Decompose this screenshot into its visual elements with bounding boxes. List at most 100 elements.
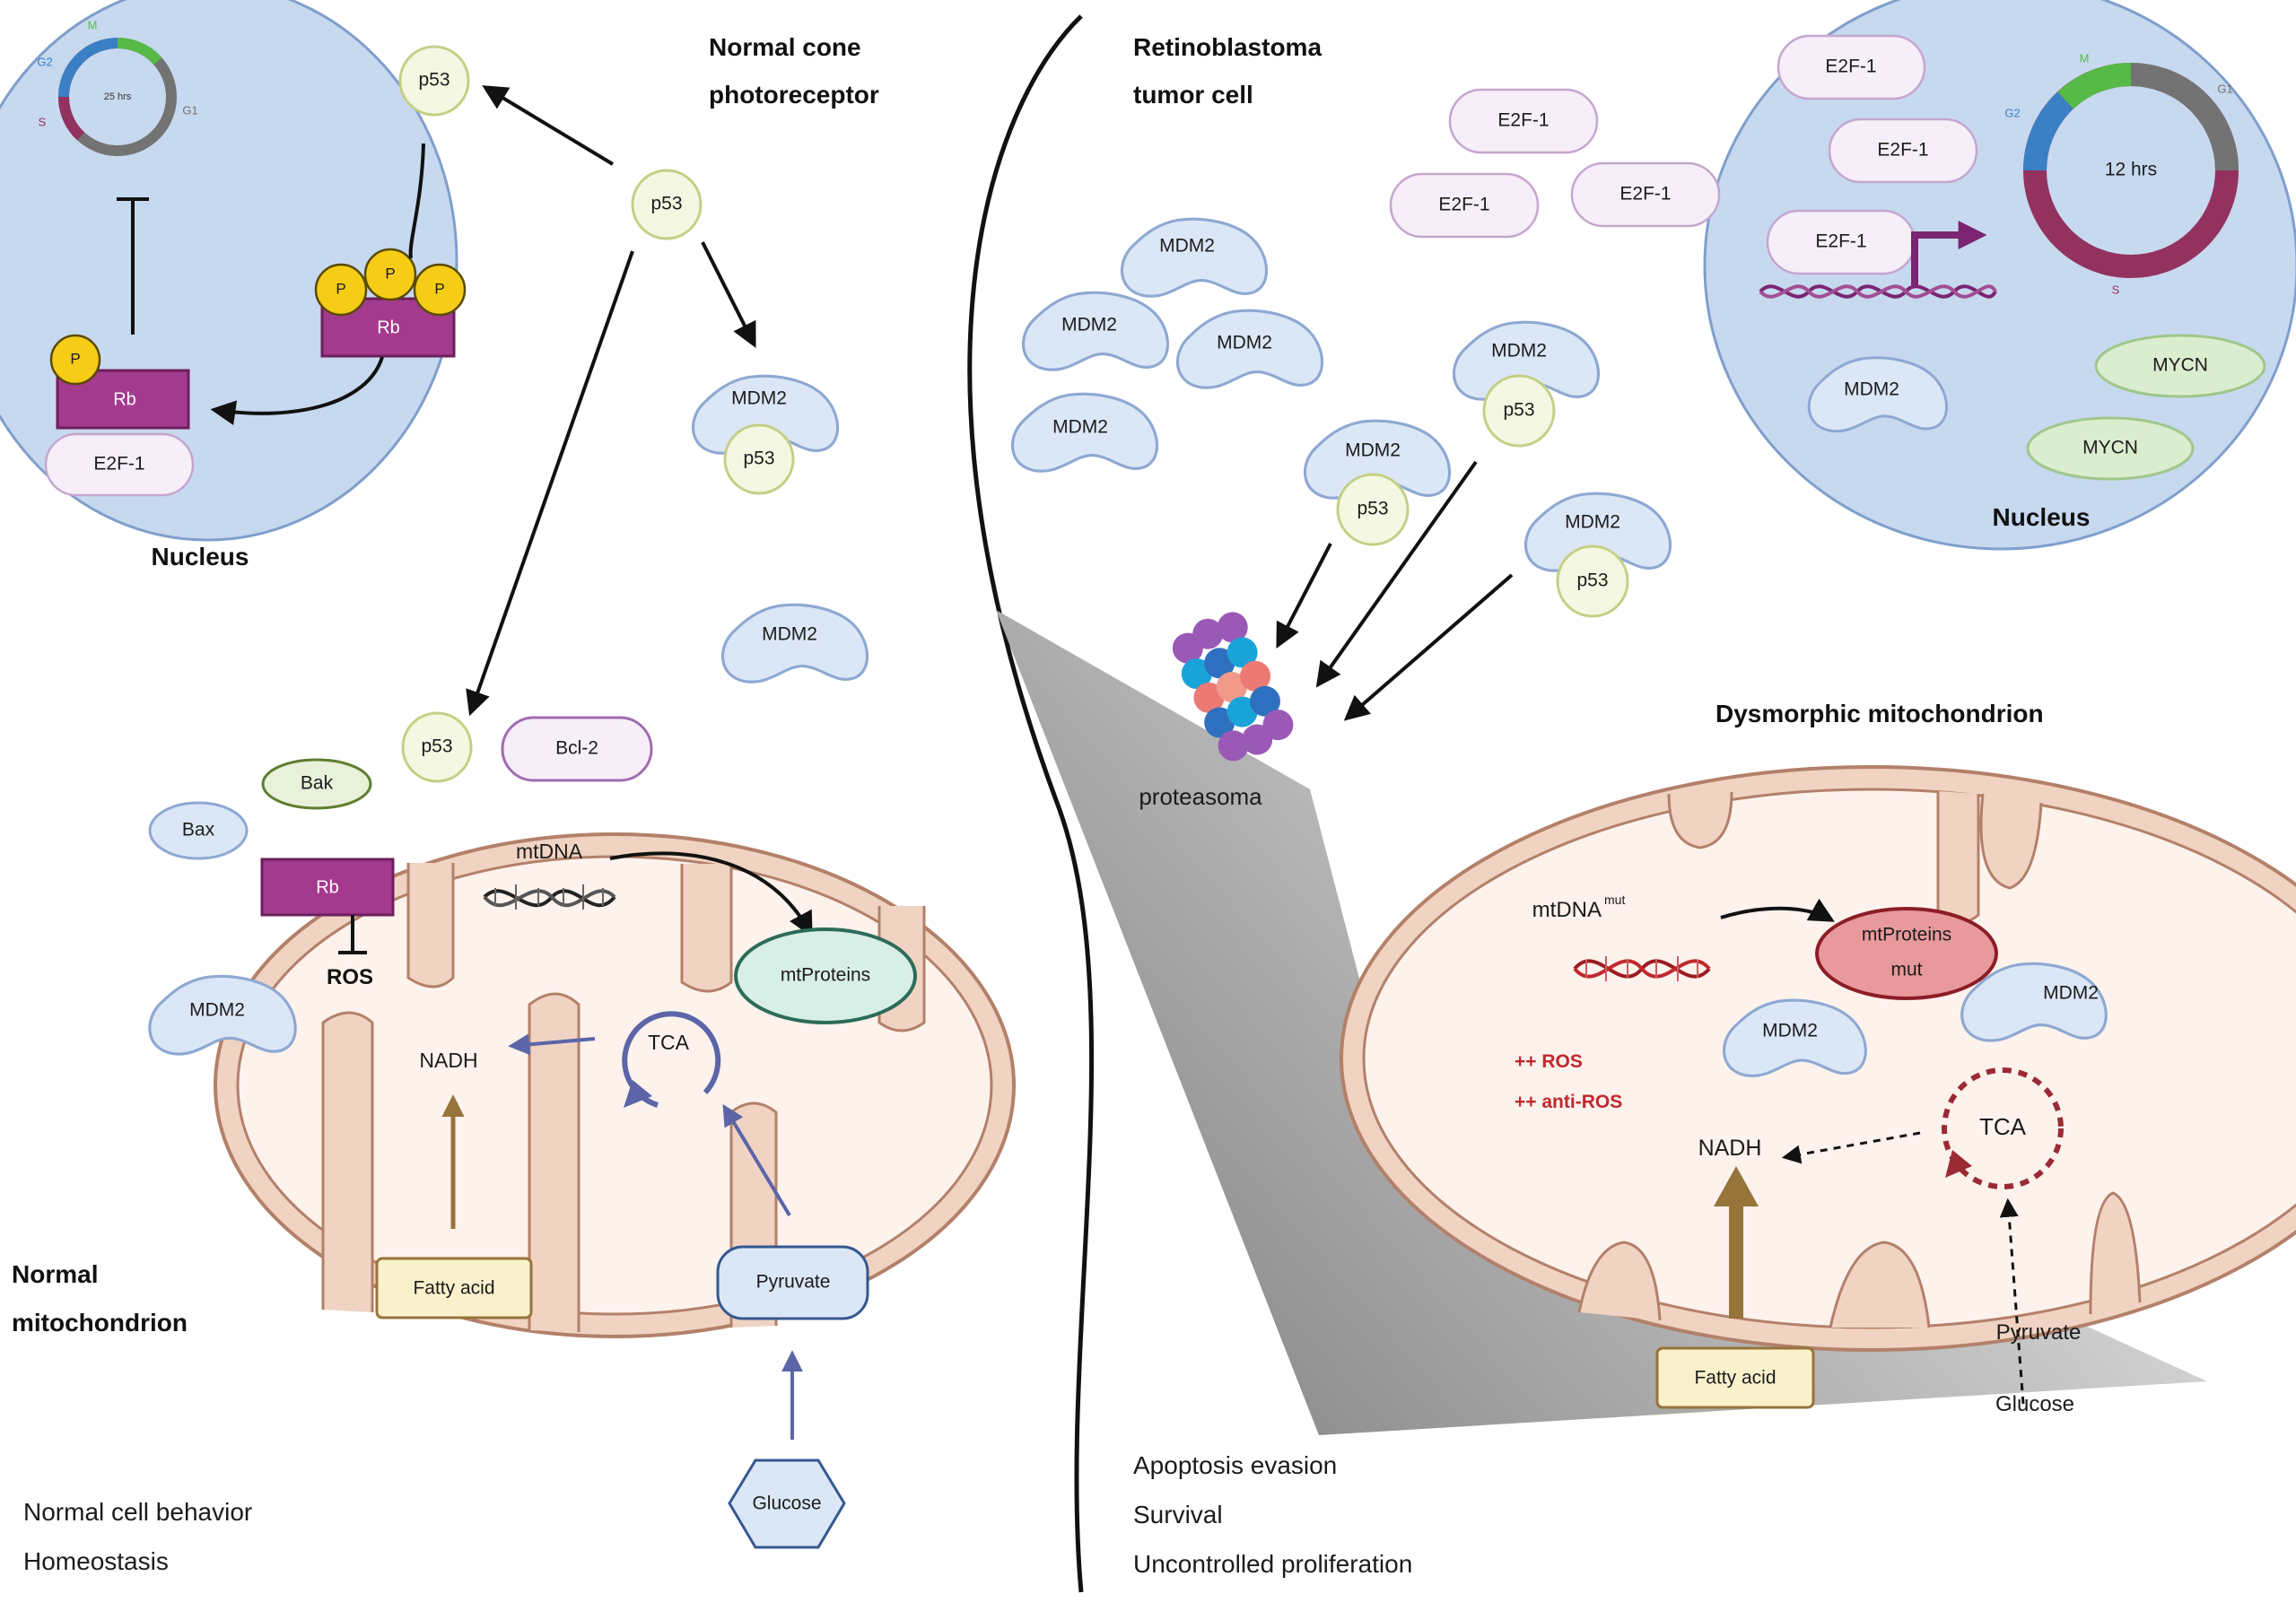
svg-text:Glucose: Glucose — [752, 1493, 821, 1514]
svg-text:MDM2: MDM2 — [1061, 315, 1117, 335]
tumor-fatty-acid: Fatty acid — [1655, 1346, 1815, 1409]
tumor-title-line2: tumor cell — [1133, 81, 1253, 109]
normal-cell-cycle: 25 hrs M G1 S G2 — [37, 18, 198, 156]
mutant-mtdna-to-proteins-arrow — [1720, 898, 1835, 922]
normal-mtdna: mtDNA — [483, 840, 616, 910]
svg-text:MDM2: MDM2 — [1052, 417, 1108, 438]
transcription-arrow — [1911, 221, 1987, 285]
phospho-rb-to-rb-arrow — [210, 356, 384, 426]
dysmorphic-mito-title: Dysmorphic mitochondrion — [1715, 700, 2044, 727]
tumor-cytoplasm-mdm2-3: MDM2 — [1175, 309, 1324, 389]
svg-text:mut: mut — [1890, 960, 1922, 980]
normal-rb-e2f1-complex: Rb P E2F-1 — [44, 334, 195, 497]
svg-text:p53: p53 — [1576, 570, 1608, 591]
svg-text:MDM2: MDM2 — [1345, 440, 1401, 461]
tca-to-nadh-arrow — [508, 1033, 596, 1056]
normal-phase-g2: G2 — [37, 55, 52, 68]
normal-nadh: NADH — [419, 1049, 477, 1072]
normal-title-line1: Normal cone — [709, 33, 861, 61]
proteasome — [1172, 612, 1294, 762]
normal-mdm2-p53-complex: MDM2 p53 — [691, 374, 840, 495]
tumor-cytoplasm-mdm2-4: MDM2 — [1010, 392, 1159, 473]
dysmorphic-mito-mdm2-1: MDM2 — [1722, 998, 1867, 1077]
normal-phase-s: S — [39, 115, 47, 128]
tumor-cytoplasm-e2f1-3: E2F-1 — [1570, 161, 1721, 228]
tumor-phase-g1: G1 — [2217, 82, 2232, 95]
svg-text:TCA: TCA — [1979, 1113, 2027, 1140]
svg-text:E2F-1: E2F-1 — [1815, 231, 1866, 252]
normal-mito-label-line1: Normal — [12, 1260, 98, 1288]
svg-text:mtDNA: mtDNA — [516, 840, 583, 863]
svg-text:Fatty acid: Fatty acid — [1694, 1368, 1776, 1389]
svg-text:MDM2: MDM2 — [1159, 236, 1215, 257]
svg-text:p53: p53 — [1503, 400, 1534, 421]
svg-text:MDM2: MDM2 — [1762, 1021, 1818, 1041]
svg-text:TCA: TCA — [648, 1031, 690, 1054]
normal-fatty-acid: Fatty acid — [375, 1257, 533, 1319]
normal-ros-label: ROS — [327, 965, 373, 989]
tumor-cytoplasm-mdm2-2: MDM2 — [1021, 291, 1170, 371]
svg-text:MYCN: MYCN — [2082, 438, 2138, 458]
p53-to-mitochondria-arrow — [466, 250, 634, 717]
zoom-shadow — [996, 610, 2207, 1435]
svg-text:mtProteins: mtProteins — [781, 965, 870, 986]
tumor-tca-cycle: TCA — [1942, 1067, 2064, 1189]
svg-text:Bak: Bak — [301, 773, 334, 794]
svg-text:E2F-1: E2F-1 — [1438, 195, 1489, 215]
tumor-phase-g2: G2 — [2004, 106, 2020, 119]
tumor-outcome-2: Survival — [1133, 1501, 1223, 1528]
svg-text:mtProteins: mtProteins — [1862, 925, 1951, 945]
tumor-fatty-acid-arrow-head — [1714, 1166, 1759, 1206]
normal-glucose: Glucose — [728, 1459, 846, 1549]
normal-mtproteins: mtProteins — [734, 927, 917, 1024]
svg-text:P: P — [434, 280, 444, 297]
p53-to-rb-curve — [408, 143, 425, 259]
svg-text:p53: p53 — [1357, 499, 1388, 519]
svg-text:MDM2: MDM2 — [2043, 983, 2099, 1004]
svg-text:MDM2: MDM2 — [762, 624, 817, 645]
bcl2-protein: Bcl-2 — [501, 716, 653, 782]
svg-text:p53: p53 — [421, 736, 452, 757]
normal-nuclear-p53: p53 — [398, 45, 470, 117]
tumor-nuclear-dna — [1759, 284, 1997, 299]
normal-pyruvate: Pyruvate — [716, 1245, 869, 1320]
svg-text:E2F-1: E2F-1 — [1497, 110, 1549, 131]
bax-protein: Bax — [148, 801, 249, 860]
svg-text:E2F-1: E2F-1 — [1619, 184, 1671, 205]
tumor-pyruvate-to-tca-arrow — [1999, 1197, 2025, 1405]
svg-text:p53: p53 — [650, 194, 682, 214]
svg-text:MDM2: MDM2 — [1565, 512, 1620, 533]
normal-cycle-duration: 25 hrs — [104, 91, 132, 102]
p53-to-mdm2-arrow — [701, 241, 756, 348]
normal-free-mdm2: MDM2 — [720, 603, 869, 684]
normal-tca-cycle: TCA — [622, 1011, 721, 1108]
tumor-pyruvate: Pyruvate — [1996, 1320, 2082, 1345]
normal-nuclear-e2f1: E2F-1 — [93, 454, 144, 475]
svg-text:p53: p53 — [418, 70, 450, 91]
normal-mito-label-line2: mitochondrion — [12, 1309, 188, 1337]
svg-text:Rb: Rb — [377, 318, 400, 337]
svg-text:Fatty acid: Fatty acid — [413, 1278, 494, 1299]
tumor-tca-to-nadh-arrow — [1781, 1131, 1921, 1164]
tumor-cytoplasm-mdm2-1: MDM2 — [1120, 217, 1269, 298]
tumor-nuclear-e2f1-3: E2F-1 — [1766, 209, 1916, 275]
svg-text:MDM2: MDM2 — [189, 1000, 245, 1021]
tumor-outcome-1: Apoptosis evasion — [1133, 1451, 1337, 1479]
normal-cytoplasm-p53: p53 — [631, 169, 703, 240]
bak-protein: Bak — [261, 758, 372, 810]
tumor-cycle-duration: 12 hrs — [2105, 160, 2157, 180]
tumor-cytoplasm-e2f1-1: E2F-1 — [1448, 88, 1599, 154]
normal-outcome-2: Homeostasis — [23, 1547, 169, 1575]
svg-text:Pyruvate: Pyruvate — [756, 1272, 831, 1293]
tumor-mdm2-p53-complex-3: MDM2 p53 — [1523, 492, 1672, 618]
tumor-mdm2-p53-complex-2: MDM2 p53 — [1303, 419, 1452, 546]
tumor-nadh: NADH — [1698, 1136, 1762, 1161]
tumor-phase-m: M — [2080, 51, 2090, 65]
tumor-mycn-1: MYCN — [2094, 334, 2266, 398]
tumor-outcome-3: Uncontrolled proliferation — [1133, 1550, 1412, 1578]
normal-phase-m: M — [88, 18, 98, 31]
normal-mito-p53: p53 — [401, 711, 473, 783]
normal-mito-rb: Rb — [260, 858, 395, 917]
svg-text:MDM2: MDM2 — [1217, 333, 1272, 353]
normal-title-line2: photoreceptor — [709, 81, 879, 109]
